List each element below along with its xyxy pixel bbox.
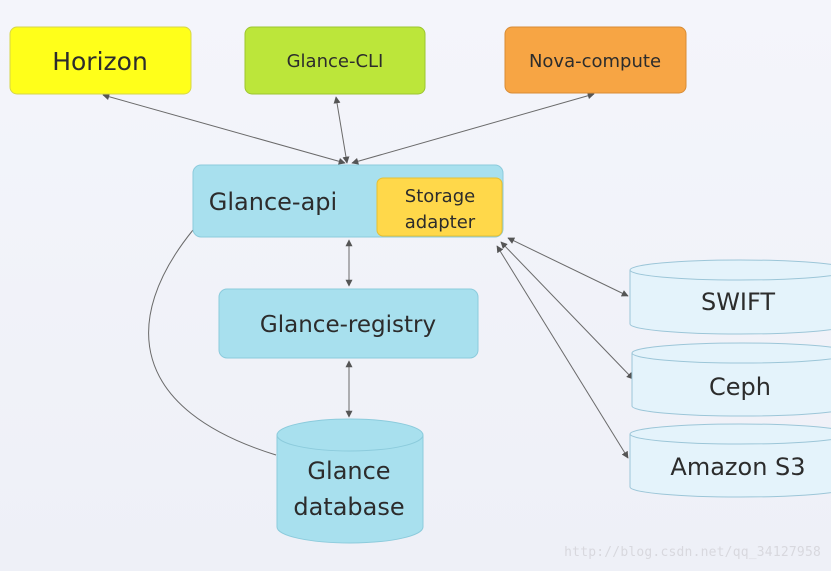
edge-glance-cli-glance-api	[333, 96, 350, 164]
swift-top	[629, 259, 831, 281]
glance-registry-node: Glance-registry	[218, 288, 479, 359]
glance-database-node: Glance database	[276, 418, 424, 544]
horizon-box	[9, 26, 192, 95]
glance-database-body	[276, 435, 424, 544]
storage-adapter-box	[376, 177, 503, 237]
edge-glance-api-glance-database	[148, 229, 277, 456]
connectors	[102, 92, 634, 459]
watermark: http://blog.csdn.net/qq_34127958	[564, 545, 821, 560]
nova-compute-label: Nova-compute	[529, 51, 661, 72]
glance-cli-node: Glance-CLI	[244, 26, 426, 95]
glance-cli-label: Glance-CLI	[287, 51, 384, 72]
swift-node: SWIFT	[629, 259, 831, 335]
storage-adapter-label-line1: Storage	[405, 186, 475, 207]
amazon-s3-label: Amazon S3	[670, 453, 805, 481]
ceph-node: Ceph	[631, 342, 831, 417]
amazon-s3-top	[629, 423, 831, 445]
edge-storage-adapter-amazon-s3	[496, 245, 629, 459]
storage-adapter-node: Storage adapter	[376, 177, 503, 237]
glance-cli-box	[244, 26, 426, 95]
glance-database-label-line1: Glance	[307, 457, 390, 485]
amazon-s3-node: Amazon S3	[629, 423, 831, 498]
horizon-label: Horizon	[52, 47, 148, 76]
ceph-body	[631, 353, 831, 417]
nova-compute-box	[504, 26, 687, 94]
swift-body	[629, 270, 831, 335]
storage-adapter-label-line2: adapter	[405, 212, 476, 233]
glance-database-label-line2: database	[293, 493, 404, 521]
edge-nova-compute-glance-api	[351, 92, 595, 165]
ceph-label: Ceph	[709, 373, 771, 401]
swift-label: SWIFT	[701, 288, 775, 316]
glance-api-label: Glance-api	[209, 188, 337, 216]
glance-registry-label: Glance-registry	[260, 312, 436, 338]
ceph-top	[631, 342, 831, 364]
nova-compute-node: Nova-compute	[504, 26, 687, 94]
edge-storage-adapter-swift	[507, 237, 629, 297]
glance-database-top	[276, 418, 424, 452]
amazon-s3-body	[629, 434, 831, 498]
edge-horizon-glance-api	[102, 93, 346, 165]
horizon-node: Horizon	[9, 26, 192, 95]
glance-registry-box	[218, 288, 479, 359]
